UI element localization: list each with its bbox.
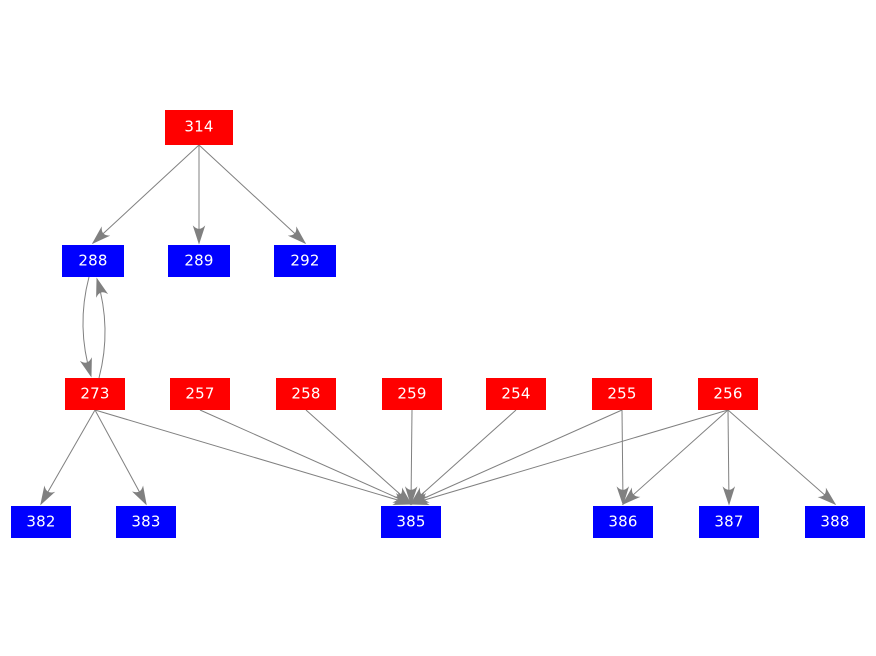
graph-node-label: 388 — [820, 512, 850, 530]
edge-288-to-273 — [79, 276, 92, 378]
graph-node-273[interactable]: 273 — [65, 378, 125, 410]
graph-node-385[interactable]: 385 — [381, 506, 441, 538]
edge-273-to-383 — [94, 409, 147, 506]
graph-node-388[interactable]: 388 — [805, 506, 865, 538]
edge-255-to-385 — [409, 409, 623, 505]
edge-259-to-385 — [404, 409, 418, 506]
graph-node-255[interactable]: 255 — [592, 378, 652, 410]
edge-256-to-388 — [727, 409, 837, 506]
graph-node-label: 256 — [713, 384, 743, 402]
graph-node-254[interactable]: 254 — [486, 378, 546, 410]
graph-node-258[interactable]: 258 — [276, 378, 336, 410]
graph-node-382[interactable]: 382 — [11, 506, 71, 538]
edge-256-to-386 — [621, 409, 729, 506]
graph-node-label: 386 — [608, 512, 638, 530]
edge-273-to-382 — [40, 409, 96, 506]
graph-node-257[interactable]: 257 — [170, 378, 230, 410]
edge-273-to-288 — [96, 277, 109, 379]
graph-node-label: 257 — [185, 384, 215, 402]
graph-node-label: 255 — [607, 384, 637, 402]
edge-314-to-289 — [192, 145, 206, 245]
edge-254-to-385 — [409, 409, 517, 506]
graph-node-label: 383 — [131, 512, 161, 530]
graph-node-383[interactable]: 383 — [116, 506, 176, 538]
edge-256-to-387 — [722, 409, 736, 506]
graph-node-314[interactable]: 314 — [165, 110, 233, 145]
graph-node-label: 288 — [78, 251, 108, 269]
edge-258-to-385 — [305, 409, 413, 506]
graph-node-259[interactable]: 259 — [382, 378, 442, 410]
edge-314-to-292 — [198, 144, 307, 245]
graph-node-label: 314 — [184, 117, 214, 136]
graph-node-label: 259 — [397, 384, 427, 402]
graph-node-292[interactable]: 292 — [274, 245, 336, 277]
graph-node-label: 258 — [291, 384, 321, 402]
edge-314-to-288 — [91, 144, 200, 245]
edge-255-to-386 — [616, 409, 630, 506]
graph-node-289[interactable]: 289 — [168, 245, 230, 277]
graph-node-label: 387 — [714, 512, 744, 530]
graph-node-label: 273 — [80, 384, 110, 402]
graph-node-386[interactable]: 386 — [593, 506, 653, 538]
graph-node-label: 254 — [501, 384, 531, 402]
edge-256-to-385 — [409, 409, 729, 505]
graph-node-label: 382 — [26, 512, 56, 530]
graph-node-256[interactable]: 256 — [698, 378, 758, 410]
edge-257-to-385 — [199, 409, 413, 505]
graph-node-288[interactable]: 288 — [62, 245, 124, 277]
graph-node-label: 289 — [184, 251, 214, 269]
graph-node-label: 292 — [290, 251, 320, 269]
graph-node-label: 385 — [396, 512, 426, 530]
graph-node-387[interactable]: 387 — [699, 506, 759, 538]
